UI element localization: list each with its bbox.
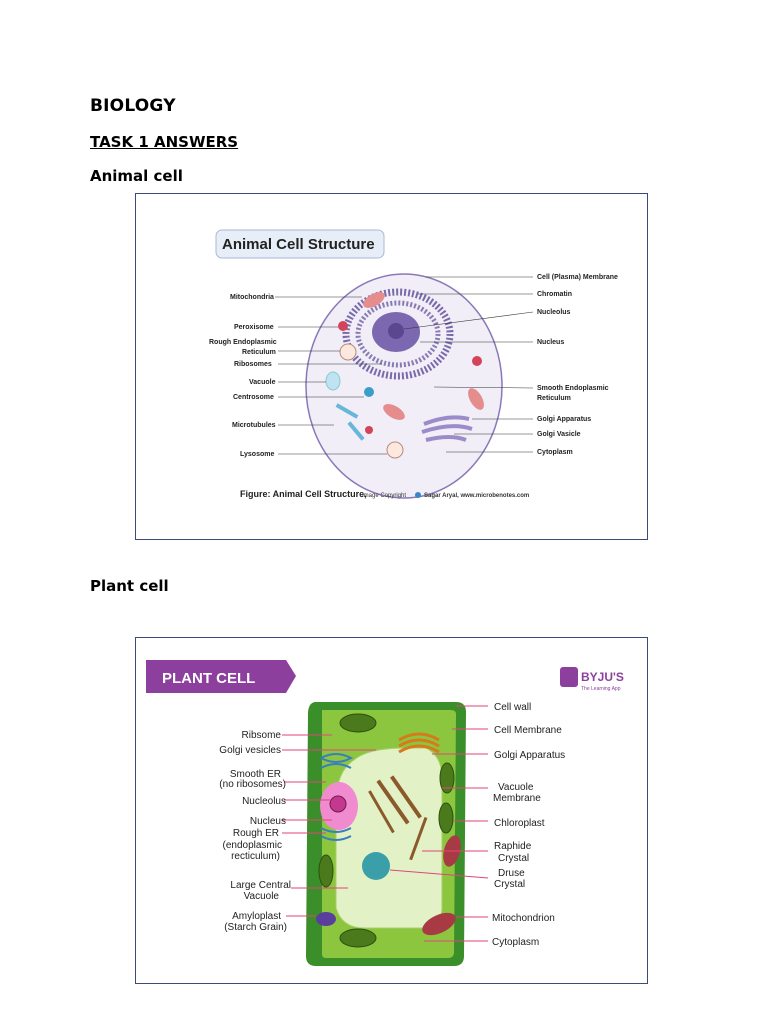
brand-tagline: The Learning App [581, 686, 621, 692]
animal-caption-credit: Sagar Aryal, www.microbenotes.com [424, 493, 529, 499]
label-cytoplasm: Cytoplasm [537, 449, 573, 456]
label-microtubules: Microtubules [232, 422, 276, 429]
label-mitochondrion: Mitochondrion [492, 913, 555, 924]
label-rough-er: Rough ER [233, 828, 279, 839]
label-druse: Druse [498, 868, 525, 879]
label-smooth-er: Smooth ER [230, 769, 281, 780]
task-heading: TASK 1 ANSWERS [90, 133, 239, 151]
plant-title: PLANT CELL [162, 670, 255, 687]
animal-cell-figure: Animal Cell Structure Mitochondria Perox… [135, 193, 648, 540]
copyright-icon [415, 492, 421, 498]
label-golgi-vesicles: Golgi vesicles [219, 745, 281, 756]
label-nucleolus: Nucleolus [242, 796, 286, 807]
label-vacuole-membrane-2: Membrane [493, 793, 541, 804]
label-vacuole: Vacuole [244, 891, 280, 902]
label-golgi-apparatus: Golgi Apparatus [537, 416, 591, 423]
label-starch-grain: (Starch Grain) [224, 922, 287, 933]
label-cytoplasm: Cytoplasm [492, 937, 539, 948]
animal-cell-heading: Animal cell [90, 167, 183, 185]
cell-membrane-shape [305, 273, 503, 499]
label-golgi-apparatus: Golgi Apparatus [494, 750, 565, 761]
plant-cell-heading: Plant cell [90, 577, 169, 595]
label-large-central: Large Central [230, 880, 291, 891]
label-nucleus: Nucleus [250, 816, 286, 827]
label-rough-er-2: Reticulum [242, 349, 276, 356]
label-ribosome: Ribsome [242, 730, 282, 741]
label-plasma-membrane: Cell (Plasma) Membrane [537, 274, 618, 281]
label-vacuole-membrane-1: Vacuole [498, 782, 534, 793]
label-cell-wall: Cell wall [494, 702, 531, 713]
label-nucleus: Nucleus [537, 339, 564, 346]
document-title: BIOLOGY [90, 96, 176, 116]
animal-caption-copyright: Image Copyright [362, 493, 406, 499]
label-centrosome: Centrosome [233, 394, 274, 401]
label-druse-crystal: Crystal [494, 879, 525, 890]
label-amyloplast: Amyloplast [232, 911, 281, 922]
byjus-logo-icon [560, 667, 578, 687]
label-chromatin: Chromatin [537, 291, 572, 298]
label-mitochondria: Mitochondria [230, 294, 274, 301]
label-cell-membrane: Cell Membrane [494, 725, 562, 736]
label-lysosome: Lysosome [240, 451, 274, 458]
label-golgi-vesicle: Golgi Vasicle [537, 431, 581, 438]
label-rough-er-2: (endoplasmic [223, 840, 282, 851]
label-peroxisome: Peroxisome [234, 324, 274, 331]
label-no-ribosomes: (no ribosomes) [219, 779, 286, 790]
label-smooth-er-1: Smooth Endoplasmic [537, 385, 609, 392]
nucleolus-shape [388, 323, 404, 339]
label-raphide-crystal: Crystal [498, 853, 529, 864]
brand-name: BYJU'S [581, 670, 624, 684]
label-smooth-er-2: Reticulum [537, 395, 571, 402]
animal-caption: Figure: Animal Cell Structure, [240, 489, 367, 499]
label-rough-er-3: recticulum) [231, 851, 280, 862]
label-vacuole: Vacuole [249, 379, 276, 386]
label-ribosomes: Ribosomes [234, 361, 272, 368]
vacuole-shape [335, 747, 443, 929]
plant-cell-figure: PLANT CELL BYJU'S The Learning App [135, 637, 648, 984]
label-nucleolus: Nucleolus [537, 309, 571, 316]
label-rough-er-1: Rough Endoplasmic [209, 339, 277, 346]
label-raphide: Raphide [494, 841, 532, 852]
animal-title: Animal Cell Structure [222, 236, 375, 253]
label-chloroplast: Chloroplast [494, 818, 545, 829]
